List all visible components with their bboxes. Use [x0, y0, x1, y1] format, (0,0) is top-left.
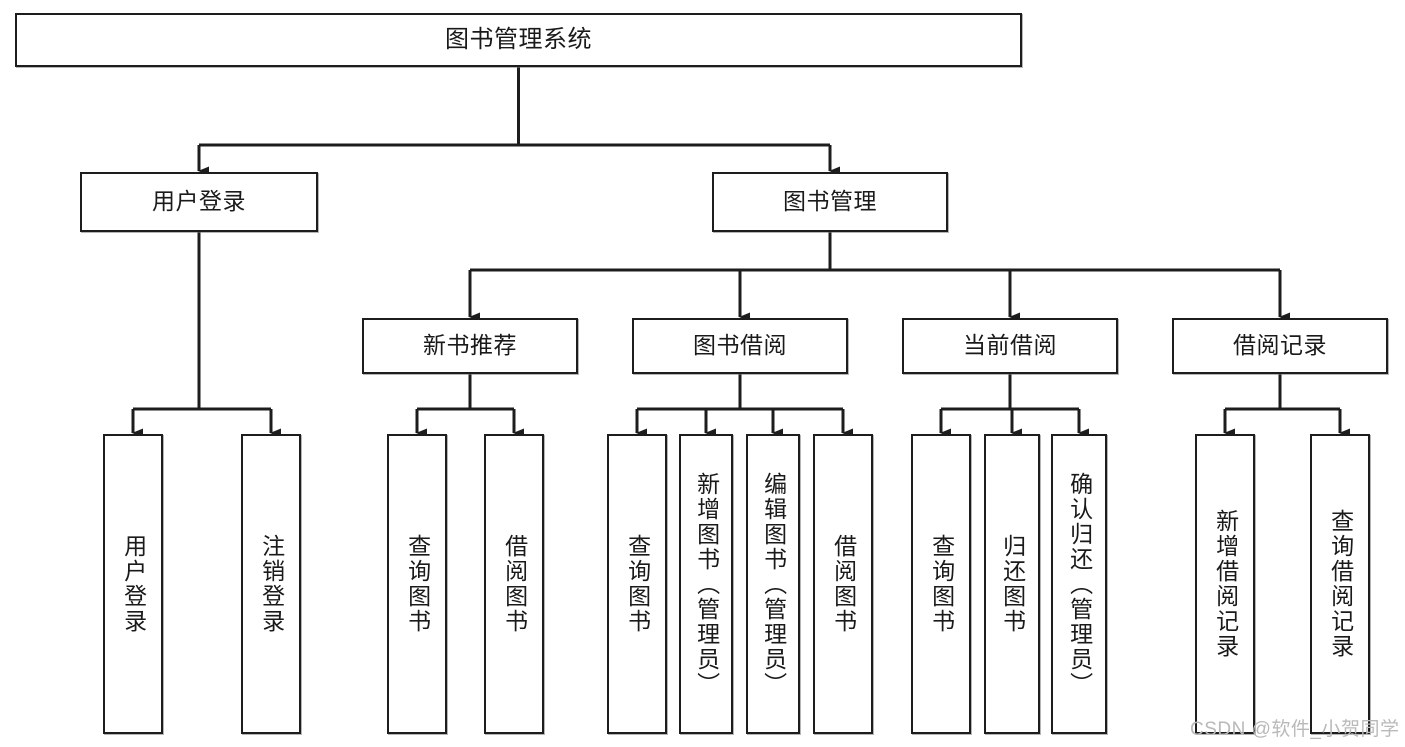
node-leaf_11[interactable]: 新增借阅记录	[1195, 434, 1255, 734]
node-label: 注销登录	[258, 534, 285, 634]
node-leaf_1[interactable]: 注销登录	[241, 434, 301, 734]
node-label: 确认归还（管理员）	[1066, 471, 1093, 697]
node-label: 用户登录	[152, 188, 246, 215]
node-l1_1[interactable]: 图书管理	[712, 172, 948, 232]
node-leaf_0[interactable]: 用户登录	[103, 434, 163, 734]
node-label: 借阅图书	[830, 534, 857, 634]
node-label: 借阅图书	[501, 534, 528, 634]
node-l2_3[interactable]: 借阅记录	[1172, 318, 1388, 374]
node-label: 新书推荐	[423, 332, 517, 359]
edge-group	[131, 67, 1350, 438]
node-label: 图书管理	[783, 188, 877, 215]
node-label: 新增借阅记录	[1212, 509, 1239, 659]
node-leaf_3[interactable]: 借阅图书	[484, 434, 544, 734]
node-leaf_12[interactable]: 查询借阅记录	[1310, 434, 1370, 734]
node-leaf_4[interactable]: 查询图书	[607, 434, 667, 734]
node-l2_0[interactable]: 新书推荐	[362, 318, 578, 374]
node-leaf_9[interactable]: 归还图书	[984, 434, 1040, 734]
node-leaf_8[interactable]: 查询图书	[911, 434, 971, 734]
node-label: 用户登录	[120, 534, 147, 634]
node-label: 查询借阅记录	[1327, 509, 1354, 659]
node-label: 归还图书	[999, 534, 1026, 634]
node-l2_2[interactable]: 当前借阅	[902, 318, 1118, 374]
node-label: 图书借阅	[693, 332, 787, 359]
node-label: 当前借阅	[963, 332, 1057, 359]
node-label: 借阅记录	[1233, 332, 1327, 359]
node-label: 查询图书	[928, 534, 955, 634]
node-l2_1[interactable]: 图书借阅	[632, 318, 848, 374]
node-leaf_10[interactable]: 确认归还（管理员）	[1051, 434, 1107, 734]
node-leaf_7[interactable]: 借阅图书	[813, 434, 873, 734]
node-root[interactable]: 图书管理系统	[15, 13, 1022, 67]
node-leaf_5[interactable]: 新增图书（管理员）	[679, 434, 733, 734]
node-label: 编辑图书（管理员）	[760, 471, 787, 697]
node-l1_0[interactable]: 用户登录	[80, 172, 318, 232]
node-label: 新增图书（管理员）	[693, 471, 720, 697]
node-label: 图书管理系统	[445, 25, 592, 53]
node-leaf_2[interactable]: 查询图书	[387, 434, 447, 734]
node-leaf_6[interactable]: 编辑图书（管理员）	[746, 434, 800, 734]
node-label: 查询图书	[624, 534, 651, 634]
watermark-text: CSDN @软件_小贺同学	[1190, 719, 1400, 740]
node-label: 查询图书	[404, 534, 431, 634]
